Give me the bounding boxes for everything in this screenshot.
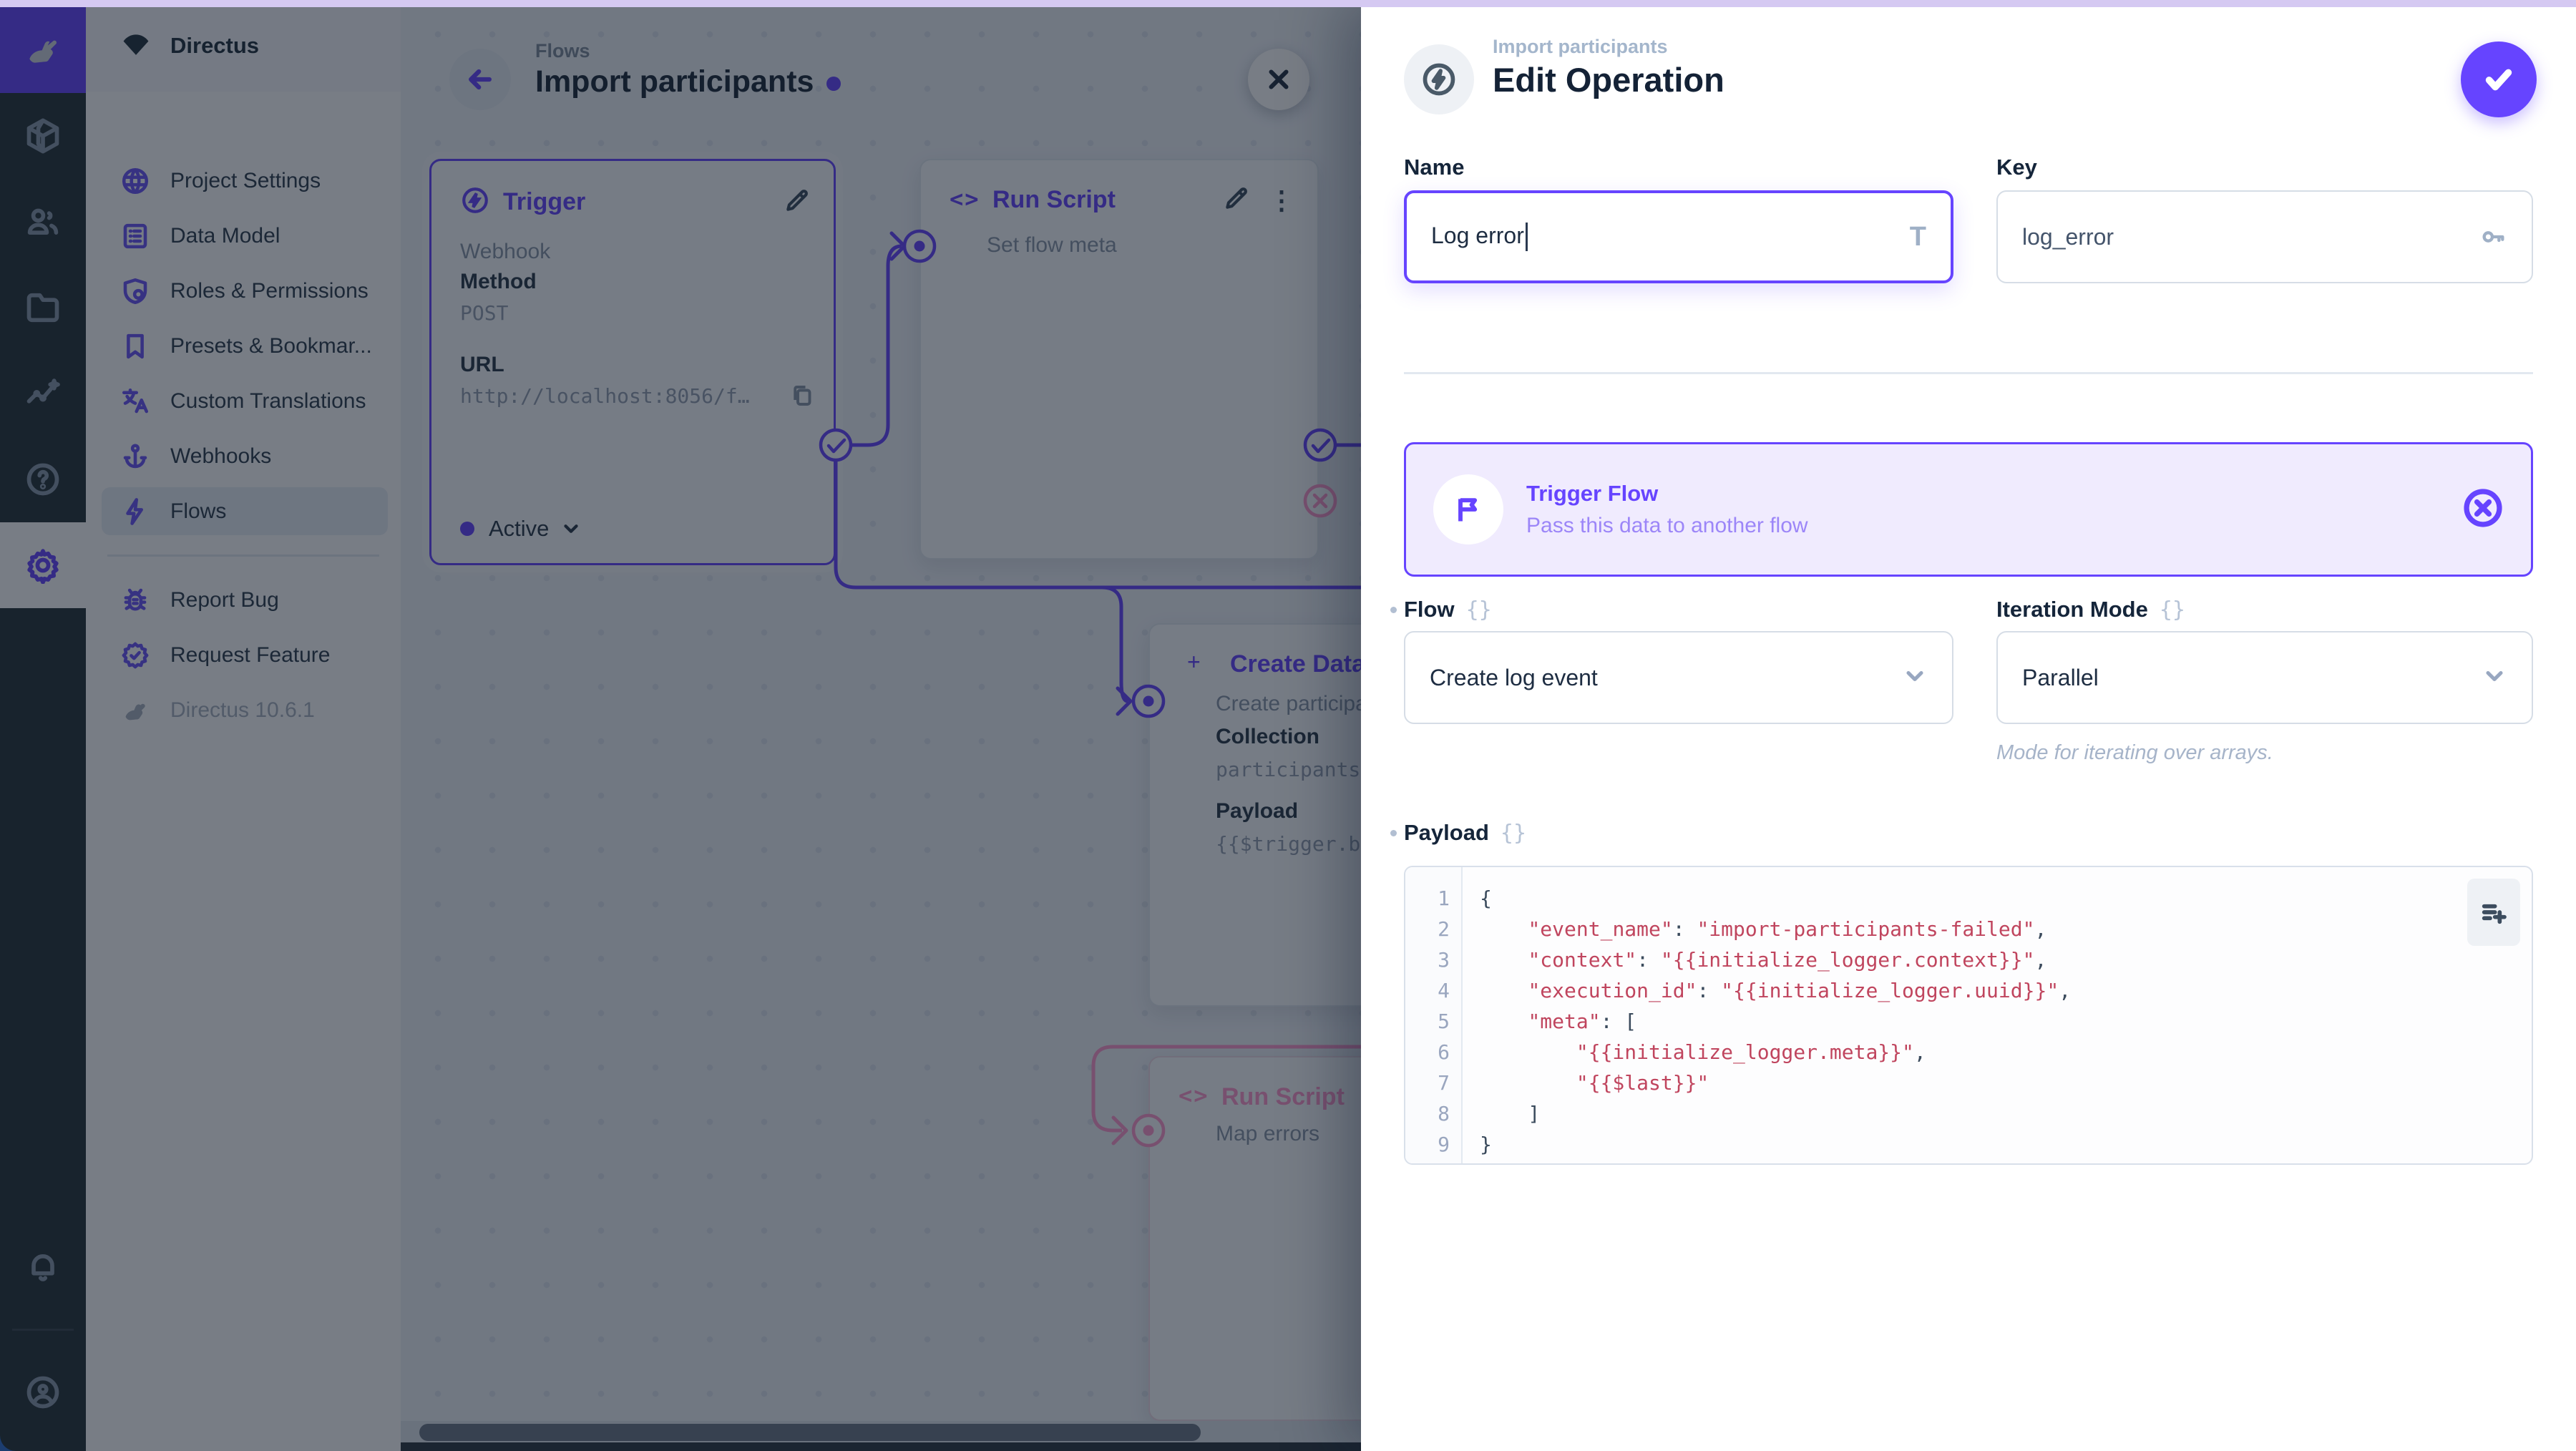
edit-operation-drawer: Import participants Edit Operation Name …	[1361, 0, 2576, 1451]
name-label: Name	[1404, 155, 1465, 180]
key-icon	[2482, 231, 2504, 243]
editor-options-button[interactable]	[2467, 879, 2520, 946]
code-line[interactable]: }	[1480, 1133, 1492, 1156]
required-dot	[1390, 606, 1397, 613]
text-caret	[1525, 223, 1528, 252]
section-divider	[1404, 372, 2533, 374]
title-case-icon: T	[1909, 221, 1926, 252]
playlist-add-icon	[2482, 904, 2507, 924]
drawer-breadcrumb[interactable]: Import participants	[1493, 36, 1668, 57]
raw-value-icon[interactable]: {}	[1465, 597, 1492, 622]
required-dot	[1390, 829, 1397, 836]
chevron-down-icon	[1902, 663, 1928, 693]
code-line[interactable]: {	[1480, 886, 1492, 910]
code-line[interactable]: "event_name": "import-participants-faile…	[1528, 917, 2047, 941]
payload-label: Payload{}	[1390, 820, 1527, 846]
editor-code[interactable]: { "event_name": "import-participants-fai…	[1463, 867, 2532, 1163]
code-line[interactable]: "execution_id": "{{initialize_logger.uui…	[1528, 979, 2072, 1002]
chevron-down-icon	[2482, 663, 2507, 693]
save-button[interactable]	[2461, 41, 2537, 117]
flow-label: Flow{}	[1390, 597, 1492, 622]
trigger-flow-banner[interactable]: Trigger Flow Pass this data to another f…	[1404, 442, 2533, 577]
code-line[interactable]: "context": "{{initialize_logger.context}…	[1528, 948, 2047, 972]
raw-value-icon[interactable]: {}	[1500, 820, 1527, 846]
banner-title: Trigger Flow	[1526, 481, 1659, 506]
flag-icon	[1433, 474, 1503, 544]
iteration-mode-label: Iteration Mode{}	[1996, 597, 2185, 622]
key-input[interactable]: log_error	[1996, 190, 2533, 283]
operation-type-icon	[1404, 44, 1474, 114]
iteration-caption: Mode for iterating over arrays.	[1996, 741, 2273, 764]
drawer-title: Edit Operation	[1493, 61, 1724, 99]
key-label: Key	[1996, 155, 2037, 180]
top-accent-strip	[0, 0, 2576, 7]
check-icon	[2485, 69, 2512, 91]
name-input[interactable]: Log error T	[1404, 190, 1953, 283]
banner-subtitle: Pass this data to another flow	[1526, 514, 1808, 537]
iteration-mode-select[interactable]: Parallel	[1996, 631, 2533, 724]
drawer-dim-overlay[interactable]	[0, 0, 1361, 1451]
code-line[interactable]: "meta": [	[1528, 1010, 1637, 1033]
code-line[interactable]: "{{$last}}"	[1576, 1071, 1709, 1095]
code-line[interactable]: "{{initialize_logger.meta}}",	[1576, 1040, 1926, 1064]
raw-value-icon[interactable]: {}	[2159, 597, 2185, 622]
code-line[interactable]: ]	[1480, 1102, 1541, 1125]
flow-select[interactable]: Create log event	[1404, 631, 1953, 724]
deselect-circle-x-icon[interactable]	[2462, 487, 2504, 532]
